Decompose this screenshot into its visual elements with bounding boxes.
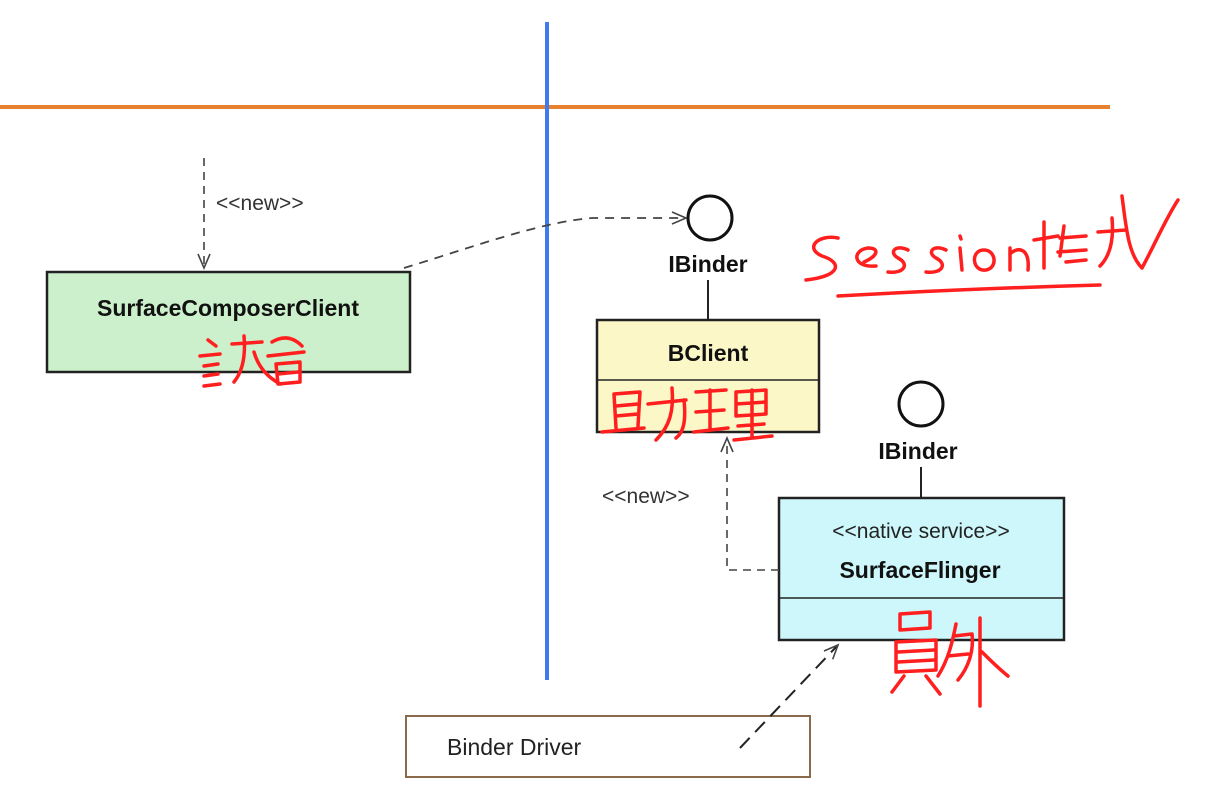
binder-driver-label: Binder Driver: [447, 734, 582, 760]
new-stereotype-label-mid: <<new>>: [602, 485, 690, 508]
driver-to-flinger-arrow: [739, 643, 840, 749]
bclient-label: BClient: [668, 340, 749, 366]
surface-flinger-box: <<native service>> SurfaceFlinger: [777, 496, 1066, 642]
surface-composer-client-box: SurfaceComposerClient: [45, 270, 412, 374]
session-mode-handwriting: [804, 194, 1180, 298]
new-stereotype-label-top: <<new>>: [216, 192, 304, 215]
ibinder-label-flinger: IBinder: [878, 438, 957, 464]
bclient-note-handwriting: [600, 386, 774, 442]
ibinder-interface-circle-flinger: [897, 380, 945, 428]
surface-composer-client-label: SurfaceComposerClient: [97, 295, 359, 321]
native-service-stereotype: <<native service>>: [832, 520, 1009, 543]
ibinder-label-client: IBinder: [668, 251, 747, 277]
composer-client-note-handwriting: [198, 334, 306, 388]
binder-driver-box: Binder Driver: [405, 715, 811, 778]
new-dependency-arrow-mid: [720, 435, 779, 571]
surface-flinger-note-handwriting: [890, 610, 1010, 708]
ibinder-interface-circle-client: [686, 194, 734, 242]
surface-flinger-label: SurfaceFlinger: [839, 557, 1000, 583]
